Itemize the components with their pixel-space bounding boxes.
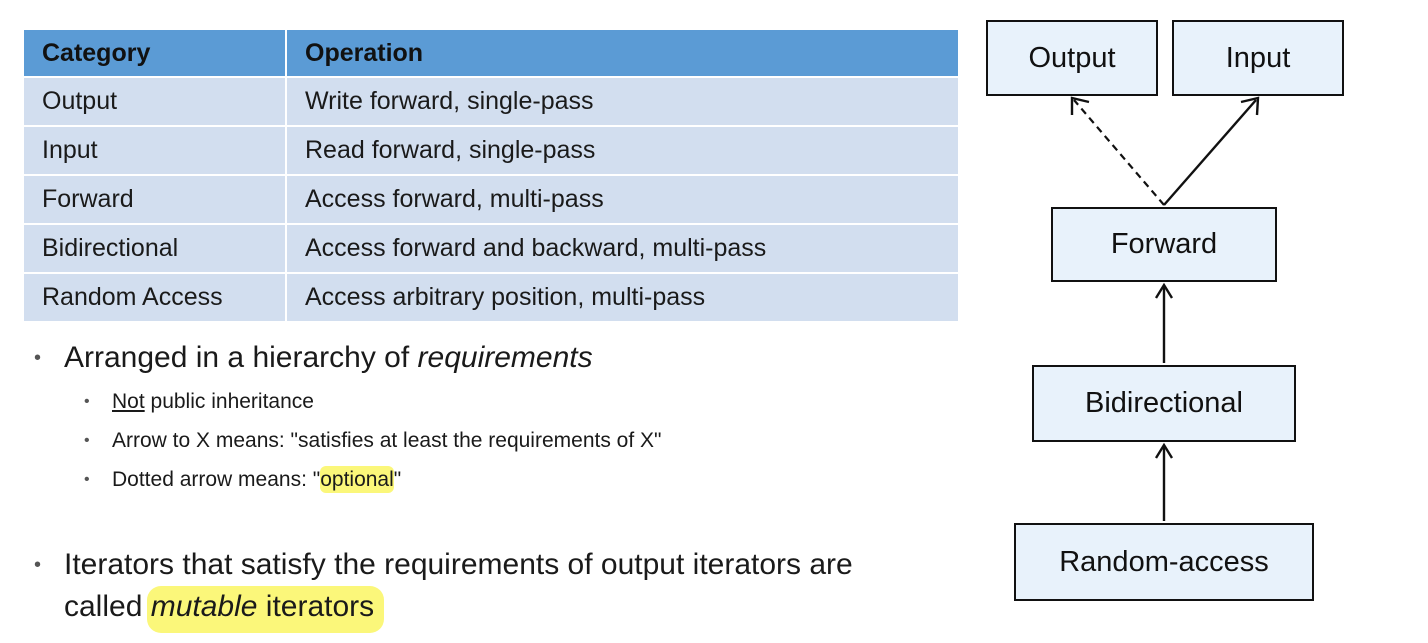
bullet-dot-icon: • xyxy=(34,347,42,369)
table-row: Input Read forward, single-pass xyxy=(24,125,958,176)
table-row: Random Access Access arbitrary position,… xyxy=(24,272,958,321)
bullet-hierarchy-text: Arranged in a hierarchy of requirements xyxy=(64,338,593,378)
node-output: Output xyxy=(986,20,1158,96)
sub3-highlighted: optional xyxy=(320,466,394,493)
operation-cell: Access forward and backward, multi-pass xyxy=(286,223,958,274)
node-input: Input xyxy=(1172,20,1344,96)
category-cell: Bidirectional xyxy=(24,223,287,274)
bullet-dot-icon: • xyxy=(84,393,90,410)
sub-bullet-arrow-meaning: • Arrow to X means: "satisfies at least … xyxy=(84,426,661,456)
bullet-hierarchy-emph: requirements xyxy=(417,341,593,374)
mutable-line1: Iterators that satisfy the requirements … xyxy=(64,548,853,581)
mutable-emph: mutable xyxy=(150,590,258,623)
sub-bullet-not-inheritance: • Not public inheritance xyxy=(84,387,314,417)
table-row: Forward Access forward, multi-pass xyxy=(24,174,958,225)
dotted-arrowhead-icon xyxy=(1070,96,1090,115)
hierarchy-arrows xyxy=(1070,96,1260,521)
dotted-arrow-forward-to-output xyxy=(1073,99,1165,206)
node-forward: Forward xyxy=(1051,207,1277,282)
arrowhead-icon xyxy=(1240,96,1260,116)
arrow-forward-to-input xyxy=(1163,99,1257,206)
operation-cell: Access forward, multi-pass xyxy=(286,174,958,225)
arrowhead-icon xyxy=(1154,442,1174,459)
sub-bullet-dotted-arrow: • Dotted arrow means: "optional" xyxy=(84,465,401,495)
bullet-mutable-iterators: • Iterators that satisfy the requirement… xyxy=(34,544,934,633)
sub2-text: Arrow to X means: "satisfies at least th… xyxy=(112,429,662,452)
category-cell: Input xyxy=(24,125,287,176)
table-row: Bidirectional Access forward and backwar… xyxy=(24,223,958,274)
bullet-dot-icon: • xyxy=(84,471,90,488)
mutable-line2-suffix: iterators xyxy=(257,590,375,623)
sub3-prefix: Dotted arrow means: " xyxy=(112,468,321,491)
category-cell: Forward xyxy=(24,174,287,225)
operation-cell: Read forward, single-pass xyxy=(286,125,958,176)
sub1-rest: public inheritance xyxy=(144,390,314,413)
arrowhead-icon xyxy=(1154,282,1174,299)
operation-cell: Write forward, single-pass xyxy=(286,76,958,127)
operation-cell: Access arbitrary position, multi-pass xyxy=(286,272,958,321)
category-cell: Random Access xyxy=(24,272,287,321)
sub3-suffix: " xyxy=(393,468,402,491)
iterator-category-table: Category Operation Output Write forward,… xyxy=(24,30,958,321)
bullet-dot-icon: • xyxy=(84,432,90,449)
bullet-dot-icon: • xyxy=(34,554,42,576)
iterator-hierarchy-diagram: Output Input Forward Bidirectional Rando… xyxy=(976,12,1356,612)
header-operation: Operation xyxy=(286,30,958,78)
table-header-row: Category Operation xyxy=(24,30,958,78)
bullet-hierarchy-prefix: Arranged in a hierarchy of xyxy=(64,341,418,374)
bullet-mutable-text: Iterators that satisfy the requirements … xyxy=(64,544,853,633)
node-random-access: Random-access xyxy=(1014,523,1314,601)
category-cell: Output xyxy=(24,76,287,127)
bullet-hierarchy: • Arranged in a hierarchy of requirement… xyxy=(34,338,593,378)
header-category: Category xyxy=(24,30,287,78)
mutable-line2-prefix: called xyxy=(64,590,151,623)
node-bidirectional: Bidirectional xyxy=(1032,365,1296,442)
sub1-underlined: Not xyxy=(112,390,145,413)
table-row: Output Write forward, single-pass xyxy=(24,76,958,127)
